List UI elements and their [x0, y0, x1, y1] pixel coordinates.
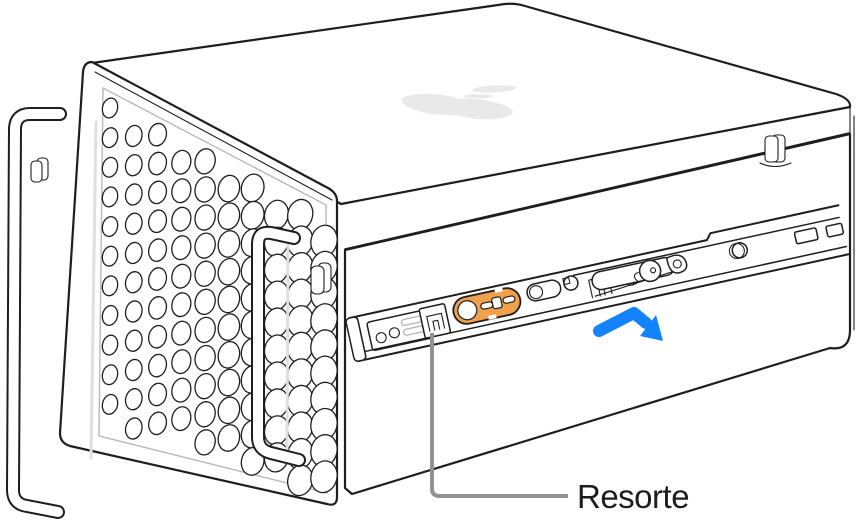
panel-top-bevel	[94, 71, 333, 201]
rail-keyhole-slots	[526, 275, 579, 302]
front-grille-panel	[30, 60, 339, 506]
rail-upper-lip	[572, 216, 840, 277]
rail-end-cap	[345, 316, 367, 362]
rail-bottom-edge	[357, 253, 851, 363]
apple-logo-leaf	[472, 85, 516, 93]
rail-screw	[728, 242, 749, 260]
callout-label: Resorte	[577, 478, 690, 515]
rail-top-edge	[348, 204, 840, 320]
panel-shading-left	[89, 120, 98, 460]
spring-icon	[426, 312, 446, 332]
slide-rail	[345, 204, 851, 363]
grille-holes	[101, 97, 338, 497]
callout-line	[430, 333, 568, 498]
panel-shading-right	[285, 240, 290, 454]
rail-mount-slots	[793, 222, 845, 245]
direction-arrow-icon	[593, 307, 663, 341]
grille-inner-frame	[98, 87, 328, 494]
apple-logo-icon	[401, 85, 516, 120]
enclosure-side-panel	[343, 115, 855, 496]
handle-right	[251, 225, 306, 467]
handle-left	[6, 107, 67, 519]
spring-highlight	[452, 287, 522, 325]
spring-housing	[418, 303, 452, 339]
panel-latch-left	[30, 157, 49, 183]
top-latch	[759, 134, 792, 168]
rail-release-lever	[588, 254, 688, 299]
panel-latch-right	[310, 262, 332, 295]
